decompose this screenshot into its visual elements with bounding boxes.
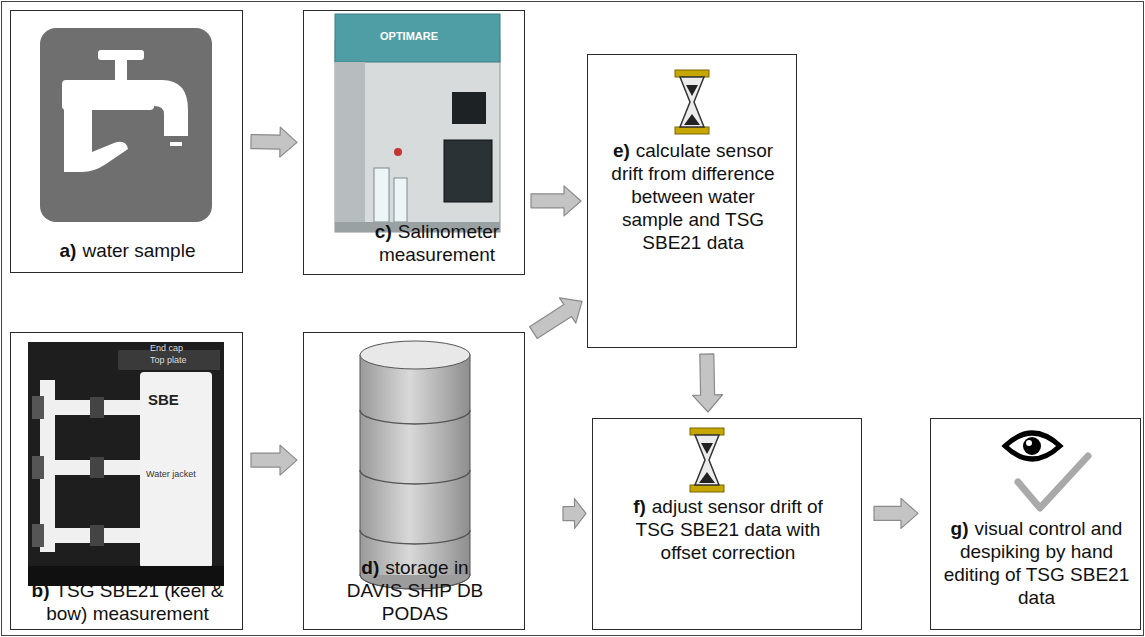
- step-text: water sample: [82, 240, 195, 261]
- brand-label: SBE: [148, 392, 179, 409]
- block-arrow: [531, 186, 581, 216]
- step-text: TSG SBE21 (keel & bow) measurement: [46, 580, 223, 624]
- node-text: f)adjust sensor drift of TSG SBE21 data …: [623, 495, 833, 564]
- process-box: g)visual control and despiking by hand e…: [930, 418, 1141, 630]
- process-box: d)storage in DAVIS SHIP DB PODAS: [303, 332, 525, 630]
- step-letter: a): [60, 240, 77, 261]
- process-box: f)adjust sensor drift of TSG SBE21 data …: [592, 418, 862, 630]
- hourglass-icon: [675, 70, 709, 134]
- process-box: c)Salinometer measurement: [303, 10, 525, 275]
- block-arrow: [563, 499, 586, 529]
- block-arrow: [251, 445, 297, 475]
- eye-icon: [1005, 433, 1060, 459]
- node-text: a)water sample: [19, 239, 236, 262]
- step-letter: f): [633, 496, 646, 517]
- step-text: visual control and despiking by hand edi…: [944, 518, 1130, 608]
- check-mark: [1018, 456, 1088, 508]
- step-letter: d): [361, 557, 379, 578]
- block-arrow: [693, 354, 723, 412]
- step-text: adjust sensor drift of TSG SBE21 data wi…: [636, 496, 823, 563]
- salinometer-device: [335, 14, 500, 232]
- faucet-icon: [40, 28, 212, 222]
- step-text: Salinometer measurement: [379, 221, 499, 265]
- node-text: e)calculate sensor drift from difference…: [600, 139, 786, 254]
- process-box: e)calculate sensor drift from difference…: [587, 54, 797, 348]
- brand-label: OPTIMARE: [380, 30, 438, 42]
- node-text: g)visual control and despiking by hand e…: [937, 517, 1136, 609]
- node-text: d)storage in DAVIS SHIP DB PODAS: [334, 556, 496, 625]
- step-letter: b): [32, 580, 50, 601]
- process-box: a)water sample: [10, 10, 243, 273]
- node-text: c)Salinometer measurement: [354, 220, 520, 266]
- block-arrow: [251, 127, 297, 157]
- process-box: b)TSG SBE21 (keel & bow) measurement: [10, 332, 243, 630]
- part-label: End cap: [150, 344, 183, 354]
- tsg-photo: [28, 342, 224, 586]
- node-text: b)TSG SBE21 (keel & bow) measurement: [15, 579, 240, 625]
- hourglass-icon: [690, 428, 724, 492]
- step-letter: c): [375, 221, 392, 242]
- block-arrow: [874, 498, 918, 528]
- part-label: Water jacket: [146, 470, 196, 480]
- database-cylinder: [360, 341, 470, 589]
- step-letter: g): [951, 518, 969, 539]
- step-letter: e): [613, 140, 630, 161]
- block-arrow: [530, 298, 582, 339]
- part-label: Top plate: [150, 356, 187, 366]
- step-text: calculate sensor drift from difference b…: [611, 140, 774, 253]
